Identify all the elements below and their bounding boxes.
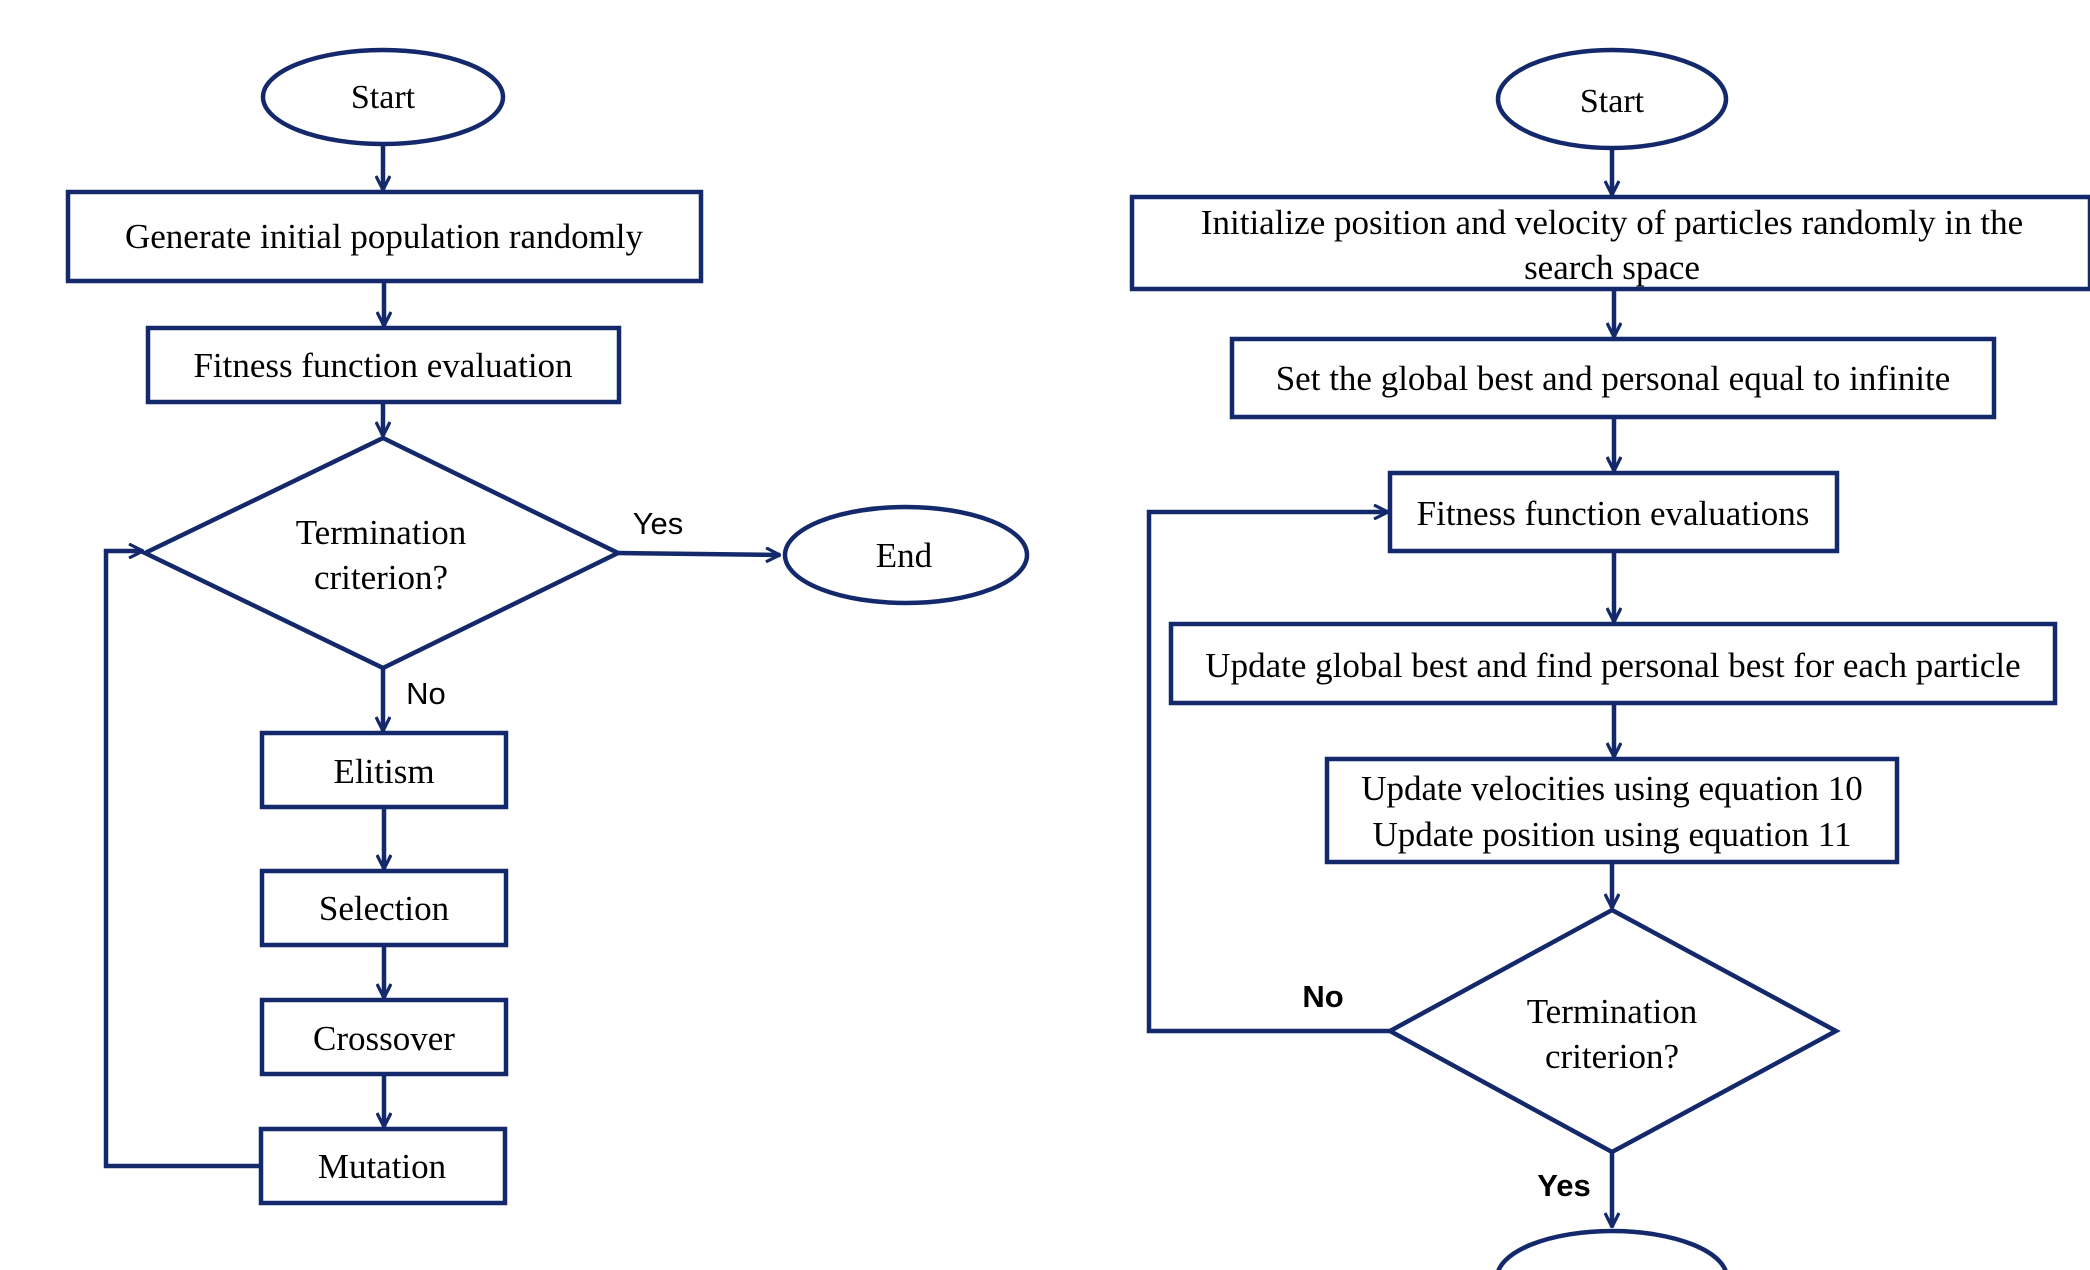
ga-end-node: End (782, 504, 1030, 606)
ga-start-node: Start (260, 47, 506, 147)
ga-init-node: Generate initial population randomly (65, 189, 704, 284)
pso-yes-label: Yes (1537, 1168, 1590, 1203)
pso-flowchart: Start Initialize position and velocity o… (1129, 47, 2090, 1270)
pso-updatebest-node: Update global best and find personal bes… (1168, 621, 2058, 706)
pso-end-node (1496, 1228, 1728, 1270)
ga-termination-label-line1: Termination (296, 513, 467, 552)
pso-init-node: Initialize position and velocity of part… (1129, 194, 2090, 292)
ga-arrow-loop-back (103, 551, 261, 1169)
ga-elitism-node: Elitism (259, 730, 509, 810)
ga-fitness-label: Fitness function evaluation (193, 346, 572, 385)
ga-start-label: Start (351, 79, 416, 116)
pso-arrow-no-loop (1146, 512, 1390, 1034)
ga-mutation-node: Mutation (258, 1126, 508, 1206)
pso-termination-node: Termination criterion? (1385, 907, 1841, 1155)
pso-start-node: Start (1495, 47, 1729, 151)
pso-fitness-node: Fitness function evaluations (1387, 470, 1840, 554)
pso-setbest-label: Set the global best and personal equal t… (1276, 359, 1951, 398)
ga-crossover-label: Crossover (313, 1019, 455, 1058)
ga-yes-label: Yes (633, 506, 684, 541)
pso-setbest-node: Set the global best and personal equal t… (1229, 336, 1997, 420)
pso-updatevel-label-line2: Update position using equation 11 (1373, 815, 1852, 854)
pso-updatevel-node: Update velocities using equation 10 Upda… (1324, 756, 1900, 865)
ga-selection-node: Selection (259, 868, 509, 948)
ga-flowchart: Start Generate initial population random… (65, 47, 1030, 1206)
pso-init-label-line1: Initialize position and velocity of part… (1201, 203, 2023, 242)
ga-crossover-node: Crossover (259, 997, 509, 1077)
pso-updatebest-label: Update global best and find personal bes… (1205, 646, 2020, 685)
ga-fitness-node: Fitness function evaluation (145, 325, 622, 405)
ga-mutation-label: Mutation (318, 1147, 446, 1186)
ga-init-label: Generate initial population randomly (125, 217, 644, 256)
ga-arrow-yes-end (617, 553, 780, 555)
pso-start-label: Start (1580, 83, 1645, 120)
pso-init-label-line2: search space (1524, 248, 1700, 287)
ga-end-label: End (876, 536, 933, 575)
ga-elitism-label: Elitism (333, 752, 434, 791)
ga-selection-label: Selection (319, 889, 449, 928)
ga-termination-node: Termination criterion? (139, 435, 624, 671)
pso-termination-label-line1: Termination (1527, 992, 1698, 1031)
ga-termination-label-line2: criterion? (314, 558, 448, 597)
pso-fitness-label: Fitness function evaluations (1417, 494, 1810, 533)
ga-no-label: No (406, 676, 446, 711)
pso-no-label: No (1302, 979, 1343, 1014)
pso-termination-label-line2: criterion? (1545, 1037, 1679, 1076)
pso-updatevel-label-line1: Update velocities using equation 10 (1361, 769, 1863, 808)
